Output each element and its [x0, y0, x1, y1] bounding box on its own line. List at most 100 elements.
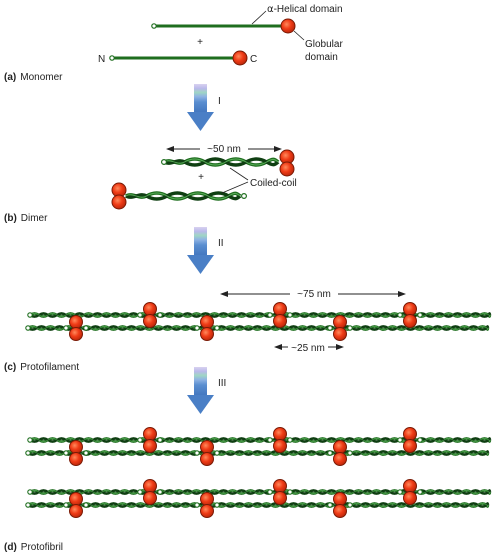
- monomer-panel: + N C α-Helical domain Globular domain (…: [4, 4, 343, 83]
- rod-end: [137, 437, 143, 443]
- overlap-length-label: ~25 nm: [291, 343, 325, 354]
- globular-domain: [69, 440, 83, 454]
- step-arrow-3: III: [187, 367, 226, 414]
- rod-end: [194, 325, 200, 331]
- globular-domain: [333, 327, 347, 341]
- dimension-arrowhead: [398, 291, 406, 297]
- globular-domain: [200, 504, 214, 518]
- rod-end: [157, 437, 163, 443]
- globular-domain: [333, 440, 347, 454]
- rod-end: [27, 312, 33, 318]
- rod-end: [214, 450, 220, 456]
- rod-end: [137, 489, 143, 495]
- dimer-rod-lower: [124, 191, 242, 201]
- rod-end: [194, 502, 200, 508]
- arrow-head: [187, 255, 214, 274]
- globular-domain-upper: [280, 18, 296, 34]
- globular-domain: [333, 492, 347, 506]
- dimension-arrowhead: [220, 291, 228, 297]
- protofibril-strand: [25, 479, 492, 518]
- protofibril-strand: [25, 427, 492, 466]
- globular-domain: [200, 452, 214, 466]
- dimer-length-label: ~50 nm: [207, 144, 241, 155]
- monomer-rod-end: [109, 55, 115, 61]
- rod-end: [214, 325, 220, 331]
- globular-domain: [69, 452, 83, 466]
- step-label-2: II: [218, 238, 224, 249]
- rod-end: [157, 312, 163, 318]
- arrow-shaft: [194, 227, 207, 257]
- rod-end: [287, 489, 293, 495]
- coiled-coil-label: Coiled-coil: [250, 178, 297, 189]
- rod-end: [327, 325, 333, 331]
- rod-end: [397, 437, 403, 443]
- rod-end: [267, 489, 273, 495]
- dimension-label-bg: [290, 287, 338, 299]
- globular-domain: [200, 315, 214, 329]
- dimer-rod-end: [241, 193, 248, 200]
- globular-domain: [333, 504, 347, 518]
- globular-domain-label-line2: domain: [305, 52, 338, 63]
- globular-domain: [403, 302, 417, 316]
- globular-domain: [403, 439, 417, 453]
- rod-end: [83, 502, 89, 508]
- globular-domain: [143, 314, 157, 328]
- globular-domain: [273, 439, 287, 453]
- globular-domain: [200, 327, 214, 341]
- globular-domain-lower: [232, 50, 248, 66]
- rod-end: [417, 312, 423, 318]
- n-terminus-label: N: [98, 54, 105, 65]
- rod-end: [397, 489, 403, 495]
- globular-domain: [273, 479, 287, 493]
- rod-end: [27, 489, 33, 495]
- protofilament-strand: [25, 302, 492, 341]
- globular-domain: [143, 302, 157, 316]
- dimer-globule: [111, 194, 127, 210]
- globular-domain: [143, 491, 157, 505]
- globular-domain: [333, 315, 347, 329]
- rod-end: [25, 502, 31, 508]
- globular-domain: [403, 479, 417, 493]
- rod-end: [194, 450, 200, 456]
- globular-domain: [200, 440, 214, 454]
- arrow-shaft: [194, 367, 207, 397]
- arrow-head: [187, 112, 214, 131]
- globular-domain: [403, 314, 417, 328]
- helical-domain-label: α-Helical domain: [267, 4, 343, 15]
- rod-end: [397, 312, 403, 318]
- rod-end: [83, 450, 89, 456]
- rod-end: [157, 489, 163, 495]
- rod-end: [83, 325, 89, 331]
- rod-end: [137, 312, 143, 318]
- globular-domain: [403, 427, 417, 441]
- rod-end: [27, 437, 33, 443]
- globular-domain: [273, 491, 287, 505]
- globular-domain: [69, 315, 83, 329]
- dimension-label-bg: [200, 142, 248, 154]
- dimer-rod-end: [161, 159, 168, 166]
- dimension-arrowhead: [336, 344, 344, 350]
- globular-domain-label-line1: Globular: [305, 39, 343, 50]
- rod-end: [417, 489, 423, 495]
- helical-leader-line: [251, 10, 267, 25]
- dimension-arrowhead: [274, 146, 282, 152]
- rod-end: [347, 502, 353, 508]
- dimer-panel: ~50 nm + Coiled-coil (b)Dimer: [4, 142, 297, 224]
- dimension-arrowhead: [274, 344, 282, 350]
- panel-d-label: (d)Protofibril: [4, 542, 63, 553]
- coiled-coil-rod: [27, 325, 490, 331]
- rod-end: [287, 312, 293, 318]
- globular-domain: [273, 302, 287, 316]
- rod-end: [417, 437, 423, 443]
- globular-domain: [273, 427, 287, 441]
- globular-domain: [273, 314, 287, 328]
- monomer-plus: +: [197, 37, 203, 48]
- rod-end: [327, 502, 333, 508]
- rod-end: [287, 437, 293, 443]
- globular-domain: [200, 492, 214, 506]
- rod-end: [267, 312, 273, 318]
- step-label-1: I: [218, 96, 221, 107]
- protofilament-length-label: ~75 nm: [297, 289, 331, 300]
- rod-end: [214, 502, 220, 508]
